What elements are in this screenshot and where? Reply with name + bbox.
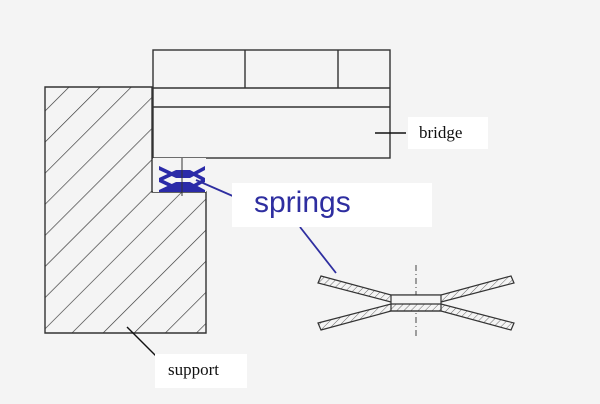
support-leader [126,326,157,357]
spring-stack [153,158,206,196]
bridge-deck [152,49,391,159]
support-label: support [168,360,219,379]
springs-leader-left [195,179,236,198]
disc-spring-detail [317,265,515,336]
bridge-label-box [408,117,488,149]
springs-leader-right [299,226,337,274]
support-label-box [155,354,247,388]
springs-label: springs [254,186,351,219]
springs-label-box [232,183,432,227]
bridge-label: bridge [419,123,463,142]
